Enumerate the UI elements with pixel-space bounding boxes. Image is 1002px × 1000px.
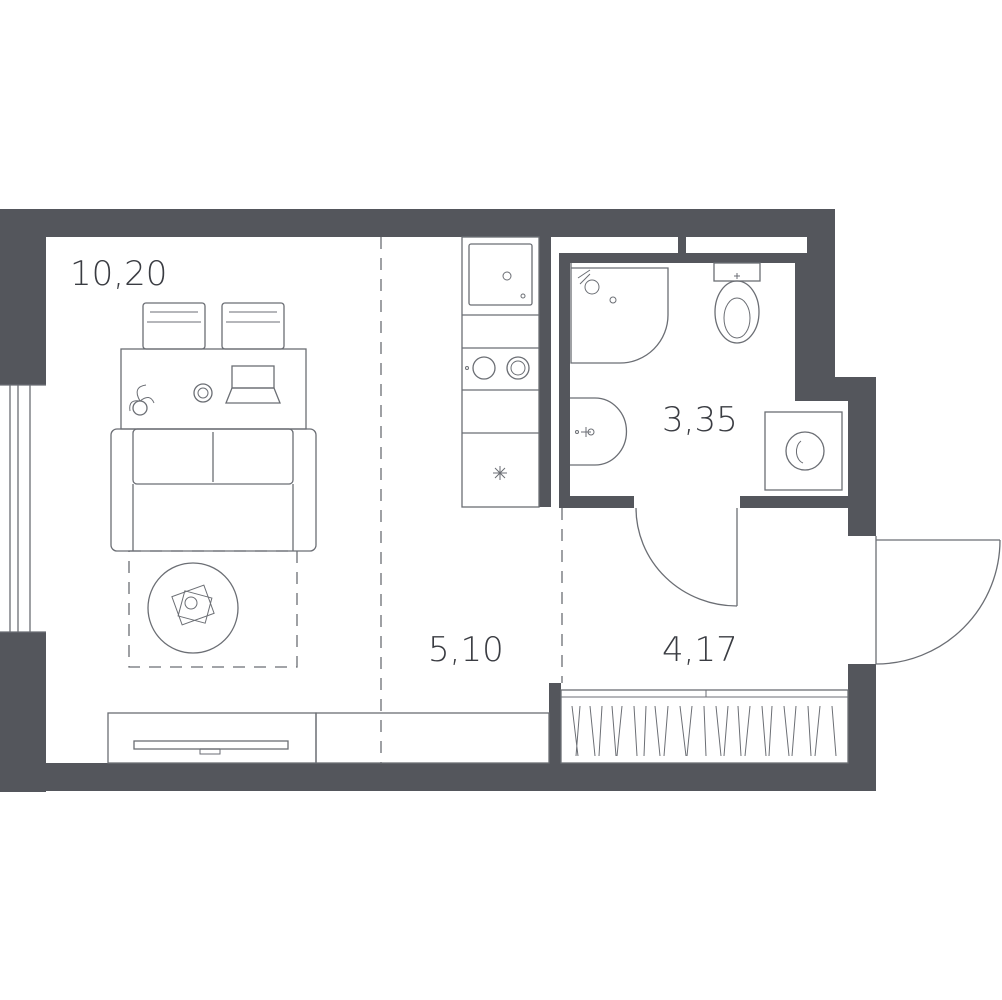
washing-machine-icon [764,411,843,491]
stove-icon [465,356,530,380]
door-icon [875,536,1001,665]
area-label-bathroom: 3,35 [662,400,738,440]
sink-icon [468,243,533,306]
wardrobe-icon [560,689,849,764]
tv-icon [107,712,550,764]
cup-icon [193,383,213,403]
window-icon [0,384,46,633]
fridge-icon [493,466,507,480]
plant-icon [129,384,155,416]
area-label-hallway: 4,17 [662,630,738,670]
toilet-icon [713,262,761,344]
rug-icon [128,550,298,668]
washbasin-icon [570,397,628,466]
area-label-kitchen: 5,10 [428,630,504,670]
chair-icon [221,302,285,350]
table-icon [120,348,307,430]
sofa-icon [110,428,317,552]
shower-icon [570,263,669,364]
area-label-living-room: 10,20 [70,254,167,294]
chair-icon [142,302,206,350]
laptop-icon [225,365,281,404]
kitchen-counter [461,236,540,508]
walls [0,209,876,792]
door-icon [635,507,738,607]
coffee-table-icon [147,562,239,654]
